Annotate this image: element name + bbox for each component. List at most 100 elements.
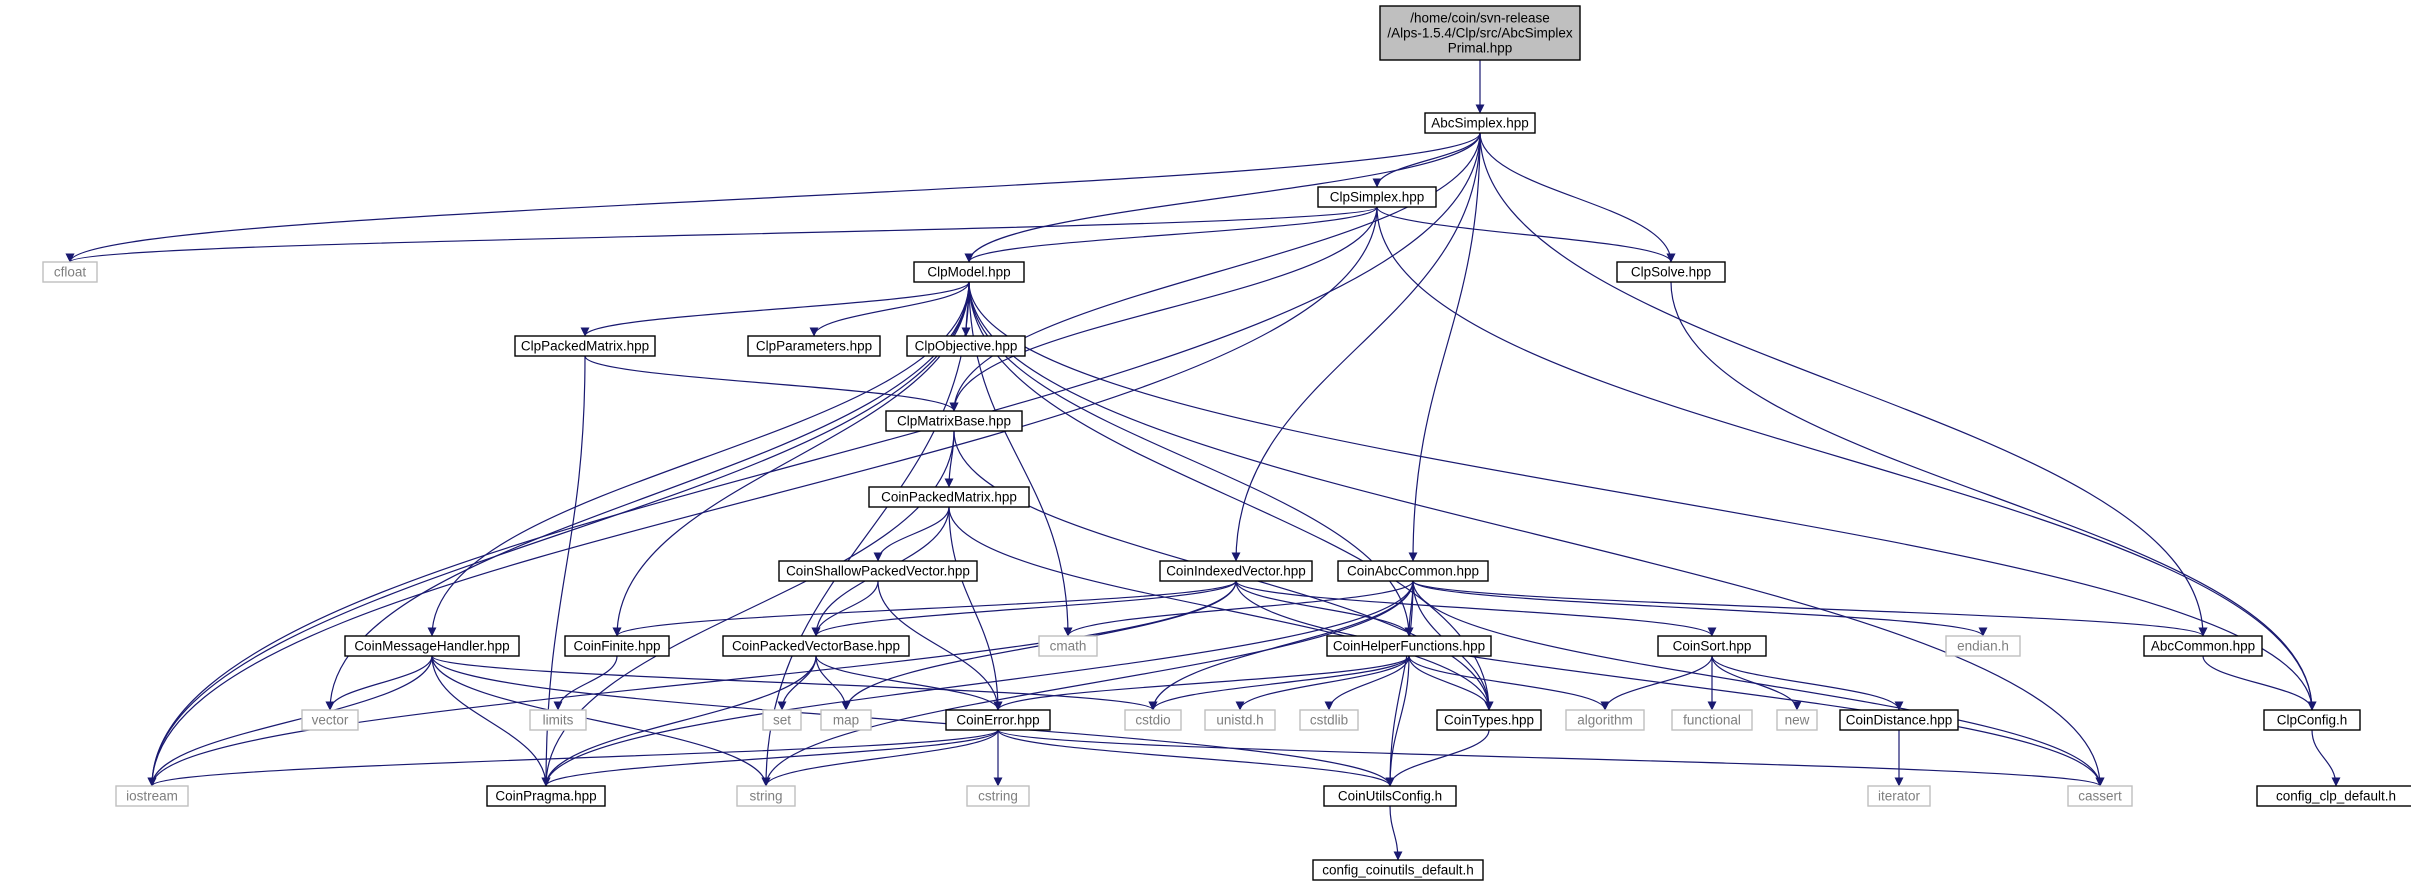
node-limits: limits: [529, 709, 587, 731]
node-coinutilsconfig[interactable]: CoinUtilsConfig.h: [1323, 785, 1457, 807]
include-edge-coinmessagehandler-to-iostream: [147, 655, 433, 787]
node-label-root: /home/coin/svn-release: [1410, 11, 1550, 26]
node-box-configclp: [2256, 785, 2411, 807]
node-cointypes[interactable]: CoinTypes.hpp: [1436, 709, 1542, 731]
node-box-coinutilsconfig: [1323, 785, 1457, 807]
include-edge-coinhelper-to-coinutilsconfig: [1385, 655, 1410, 787]
include-edge-coinindexedvector-to-cassert: [1235, 580, 2105, 787]
node-label-clpsimplex: ClpSimplex.hpp: [1330, 190, 1425, 205]
include-edge-coinhelper-to-unistd: [1235, 655, 1410, 711]
include-edge-coinerror-to-coinutilsconfig: [997, 729, 1395, 787]
include-edge-abcsimplex-to-clpsimplex: [1372, 132, 1481, 188]
node-label-unistd: unistd.h: [1216, 713, 1263, 728]
include-edge-coinindexedvector-to-coinhelper: [1235, 580, 1414, 637]
include-edge-abcsimplex-to-iostream: [147, 132, 1481, 787]
include-edge-abcsimplex-to-cfloat: [65, 132, 1481, 263]
node-coinerror[interactable]: CoinError.hpp: [945, 709, 1051, 731]
include-edge-coinshallow-to-coinpackedvectorbase: [811, 580, 879, 637]
include-edge-abcsimplex-to-coinindexedvector: [1231, 132, 1481, 562]
include-edge-clpmodel-to-iostream: [147, 281, 970, 787]
include-edge-coinshallow-to-coinerror: [877, 580, 1003, 711]
node-clpmatrixbase[interactable]: ClpMatrixBase.hpp: [885, 410, 1023, 432]
node-coinsort[interactable]: CoinSort.hpp: [1657, 635, 1767, 657]
node-coinpackedmatrix[interactable]: CoinPackedMatrix.hpp: [868, 486, 1030, 508]
node-label-cointypes: CoinTypes.hpp: [1444, 713, 1534, 728]
include-edge-coinhelper-to-cstdio: [1148, 655, 1410, 711]
node-endian: endian.h: [1945, 635, 2021, 657]
node-label-set: set: [773, 713, 791, 728]
node-label-vector: vector: [312, 713, 349, 728]
node-set: set: [762, 709, 802, 731]
include-edge-clpmodel-to-clpconfig: [968, 281, 2317, 711]
node-cassert: cassert: [2067, 785, 2133, 807]
node-configclp[interactable]: config_clp_default.h: [2256, 785, 2411, 807]
node-clpobjective[interactable]: ClpObjective.hpp: [906, 335, 1026, 357]
node-coinmessagehandler[interactable]: CoinMessageHandler.hpp: [344, 635, 520, 657]
node-box-map: [820, 709, 872, 731]
node-root[interactable]: /home/coin/svn-release/Alps-1.5.4/Clp/sr…: [1379, 5, 1581, 61]
node-box-coindistance: [1839, 709, 1959, 731]
node-box-new: [1776, 709, 1818, 731]
node-coinshallow[interactable]: CoinShallowPackedVector.hpp: [778, 560, 978, 582]
include-edge-coinmessagehandler-to-cstdio: [431, 655, 1158, 711]
include-edge-coinsort-to-algorithm: [1600, 655, 1713, 711]
node-clpparameters[interactable]: ClpParameters.hpp: [747, 335, 881, 357]
include-edge-coinabccommon-to-string: [761, 580, 1414, 787]
node-configcoinutils[interactable]: config_coinutils_default.h: [1312, 859, 1484, 881]
node-label-coinfinite: CoinFinite.hpp: [573, 639, 660, 654]
include-edge-abcsimplex-to-clpmatrixbase: [949, 132, 1481, 412]
include-edge-coinindexedvector-to-coinpackedvectorbase: [811, 580, 1237, 637]
node-layer: /home/coin/svn-release/Alps-1.5.4/Clp/sr…: [42, 5, 2411, 881]
node-label-cmath: cmath: [1050, 639, 1087, 654]
include-edge-coinindexedvector-to-coinsort: [1235, 580, 1717, 637]
node-coinabccommon[interactable]: CoinAbcCommon.hpp: [1337, 560, 1489, 582]
node-clpsimplex[interactable]: ClpSimplex.hpp: [1317, 186, 1437, 208]
node-label-iostream: iostream: [126, 789, 178, 804]
node-label-configcoinutils: config_coinutils_default.h: [1322, 863, 1474, 878]
node-label-coinhelper: CoinHelperFunctions.hpp: [1333, 639, 1485, 654]
node-coinindexedvector[interactable]: CoinIndexedVector.hpp: [1159, 560, 1313, 582]
include-edge-clpmodel-to-cassert: [968, 281, 2105, 787]
node-label-clpparameters: ClpParameters.hpp: [756, 339, 872, 354]
include-edge-clpmodel-to-cointypes: [968, 281, 1494, 711]
node-label-abccommon: AbcCommon.hpp: [2151, 639, 2255, 654]
node-clpsolve[interactable]: ClpSolve.hpp: [1616, 261, 1726, 283]
node-clpmodel[interactable]: ClpModel.hpp: [913, 261, 1025, 283]
node-label-root: /Alps-1.5.4/Clp/src/AbcSimplex: [1387, 26, 1573, 41]
node-coinhelper[interactable]: CoinHelperFunctions.hpp: [1326, 635, 1492, 657]
node-box-algorithm: [1565, 709, 1645, 731]
include-edge-coinmessagehandler-to-vector: [325, 655, 433, 711]
node-map: map: [820, 709, 872, 731]
node-label-configclp: config_clp_default.h: [2276, 789, 2396, 804]
node-box-coinindexedvector: [1159, 560, 1313, 582]
node-box-coinerror: [945, 709, 1051, 731]
include-edge-clpmodel-to-coinhelper: [968, 281, 1414, 637]
node-new: new: [1776, 709, 1818, 731]
node-coinpragma[interactable]: CoinPragma.hpp: [486, 785, 606, 807]
node-box-coinpackedmatrix: [868, 486, 1030, 508]
node-abcsimplex[interactable]: AbcSimplex.hpp: [1424, 112, 1536, 134]
include-edge-coinpackedvectorbase-to-map: [815, 655, 851, 711]
node-box-unistd: [1204, 709, 1276, 731]
node-clppackedmatrix[interactable]: ClpPackedMatrix.hpp: [514, 335, 656, 357]
node-string: string: [736, 785, 796, 807]
node-clpconfig[interactable]: ClpConfig.h: [2263, 709, 2361, 731]
node-abccommon[interactable]: AbcCommon.hpp: [2143, 635, 2263, 657]
node-label-coinabccommon: CoinAbcCommon.hpp: [1347, 564, 1479, 579]
node-label-coinutilsconfig: CoinUtilsConfig.h: [1338, 789, 1442, 804]
include-edge-coinindexedvector-to-coinfinite: [612, 580, 1237, 637]
include-edge-abcsimplex-to-clpsolve: [1479, 132, 1676, 263]
node-coinfinite[interactable]: CoinFinite.hpp: [564, 635, 670, 657]
include-edge-abccommon-to-clpconfig: [2202, 655, 2317, 711]
include-edge-coinsort-to-coindistance: [1711, 655, 1904, 711]
node-box-cassert: [2067, 785, 2133, 807]
node-box-coinpackedvectorbase: [722, 635, 910, 657]
include-edge-cointypes-to-coinutilsconfig: [1385, 729, 1490, 787]
node-coindistance[interactable]: CoinDistance.hpp: [1839, 709, 1959, 731]
include-edge-coinerror-to-coinpragma: [541, 729, 999, 787]
include-edge-coinindexedvector-to-iostream: [147, 580, 1237, 787]
node-label-cfloat: cfloat: [54, 265, 87, 280]
node-label-coinpragma: CoinPragma.hpp: [495, 789, 596, 804]
node-coinpackedvectorbase[interactable]: CoinPackedVectorBase.hpp: [722, 635, 910, 657]
node-label-endian: endian.h: [1957, 639, 2009, 654]
